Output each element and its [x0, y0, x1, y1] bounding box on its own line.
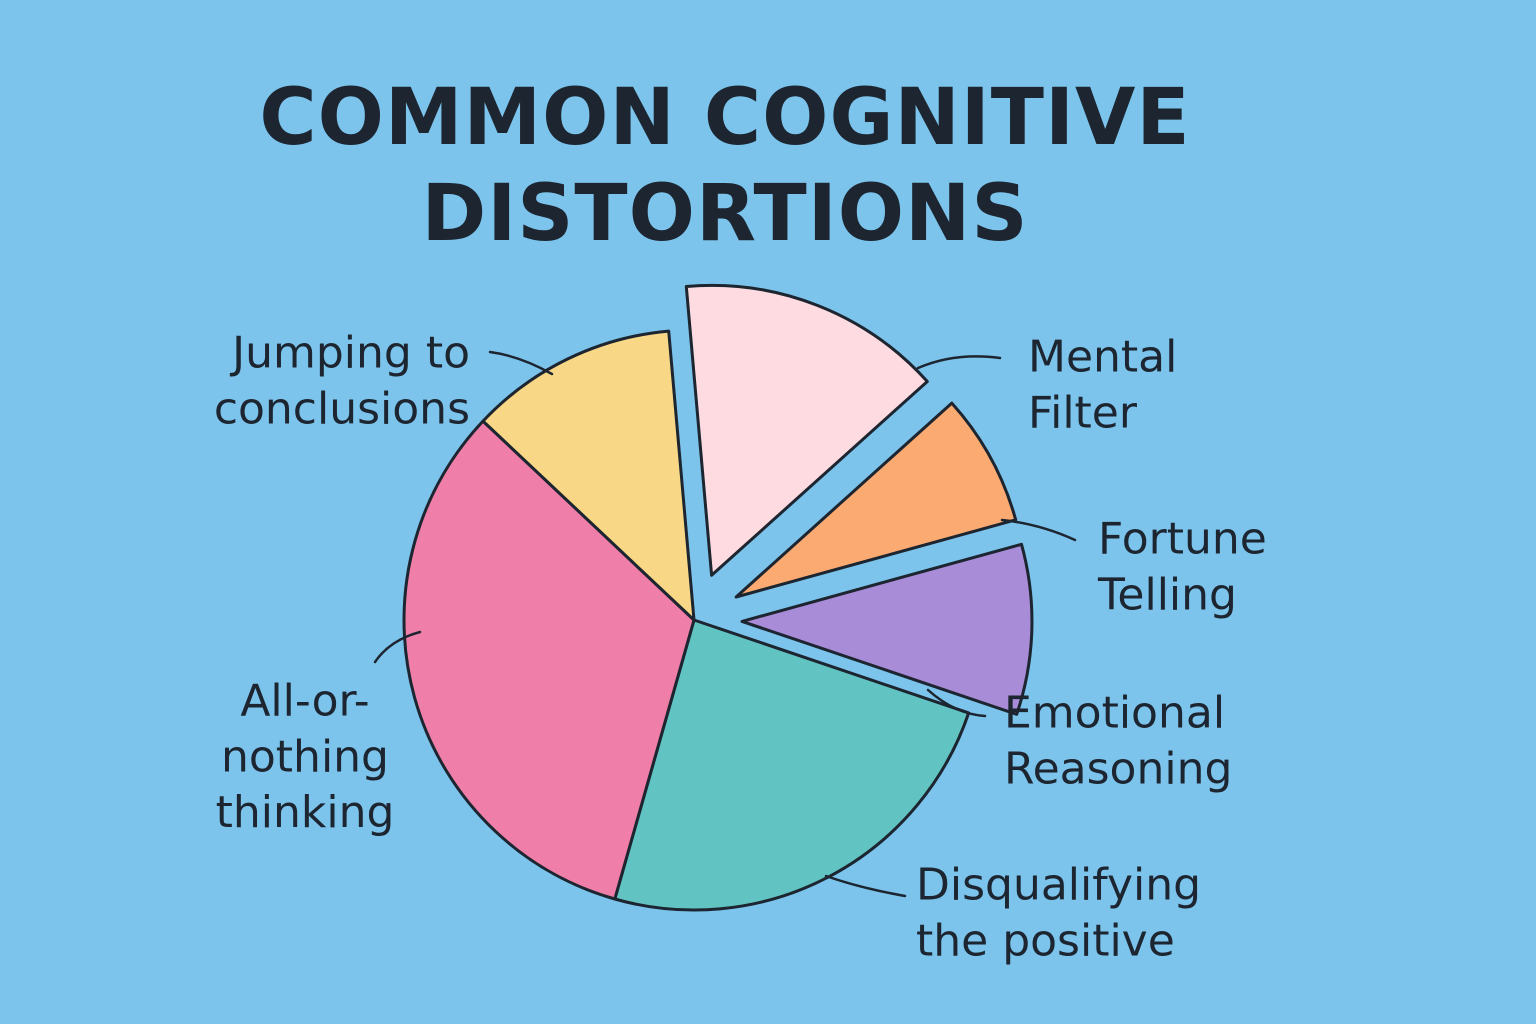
pie-slice-emotional-reasoning: [740, 542, 1034, 716]
leader-line-emotional-reasoning: [926, 688, 987, 718]
pie-slice-mental-filter: [684, 283, 929, 577]
chart-title-line-1: COMMON COGNITIVE: [259, 73, 1191, 163]
pie-slice-all-or-nothing-thinking: [402, 419, 696, 901]
slice-label-line: Filter: [1028, 387, 1138, 438]
slice-label-line: Jumping to: [229, 327, 470, 378]
slice-label-line: Fortune: [1098, 513, 1267, 564]
slice-label-line: Disqualifying: [916, 859, 1201, 910]
leader-lines: [373, 350, 1077, 898]
chart-title: COMMON COGNITIVE DISTORTIONS: [0, 70, 1450, 262]
chart-title-line-2: DISTORTIONS: [421, 169, 1029, 259]
slice-label-line: All-or-: [240, 675, 369, 726]
slice-label-line: thinking: [216, 787, 395, 838]
pie-slice-fortune-telling: [734, 401, 1018, 599]
leader-line-fortune-telling: [1000, 518, 1077, 542]
slice-label-line: Telling: [1097, 569, 1237, 620]
leader-line-mental-filter: [916, 355, 1002, 370]
slice-label-line: the positive: [916, 915, 1175, 966]
slice-label-line: Mental: [1028, 331, 1177, 382]
pie-slices: [402, 283, 1034, 912]
slice-label-line: Emotional: [1004, 687, 1225, 738]
pie-slice-jumping-to-conclusions: [481, 329, 696, 622]
leader-line-disqualifying-the-positive: [824, 874, 907, 898]
leader-line-jumping-to-conclusions: [488, 350, 554, 376]
slice-label-line: Reasoning: [1004, 743, 1232, 794]
slice-label-line: nothing: [221, 731, 389, 782]
leader-line-all-or-nothing-thinking: [373, 630, 422, 664]
slice-label-line: conclusions: [214, 383, 470, 434]
